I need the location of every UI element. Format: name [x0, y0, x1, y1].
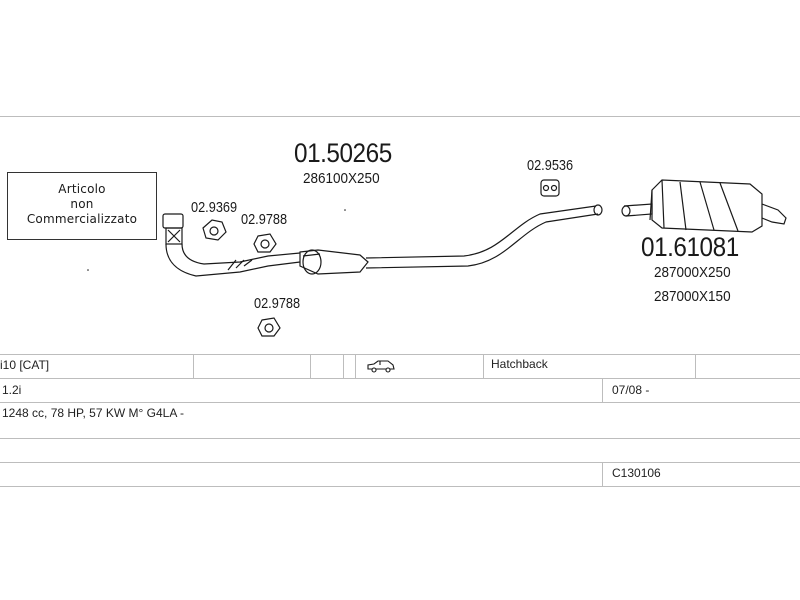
col-divider	[343, 354, 344, 378]
table-rule-5	[0, 486, 800, 487]
gasket-code[interactable]: 02.9369	[191, 199, 238, 216]
catalog-reference: C130106	[612, 466, 661, 480]
date-range: 07/08 -	[612, 383, 650, 397]
rear-muffler-icon	[621, 179, 787, 233]
muffler-ref-1: 287000X250	[654, 264, 731, 281]
hanger-icon	[540, 179, 560, 197]
col-divider	[193, 354, 194, 378]
clamp-upper-icon	[253, 233, 277, 253]
main-pipe-code[interactable]: 01.50265	[294, 138, 392, 168]
resonator-icon	[299, 249, 369, 275]
engine-spec: 1248 cc, 78 HP, 57 KW M° G4LA -	[2, 406, 184, 420]
table-rule-3	[0, 438, 800, 439]
muffler-ref-2: 287000X150	[654, 288, 731, 305]
col-divider	[310, 354, 311, 378]
col-divider	[695, 354, 696, 378]
muffler-code[interactable]: 01.61081	[641, 232, 739, 262]
col-divider	[483, 354, 484, 378]
col-divider	[355, 354, 356, 378]
gasket-icon	[202, 219, 227, 241]
table-rule-4	[0, 462, 800, 463]
table-rule-1	[0, 378, 800, 379]
clamp-upper-code[interactable]: 02.9788	[241, 211, 288, 228]
main-pipe-ref: 286100X250	[303, 170, 380, 187]
body-type: Hatchback	[491, 357, 548, 371]
frame-top-line	[0, 116, 800, 117]
clamp-lower-code[interactable]: 02.9788	[254, 295, 301, 312]
vehicle-model: i10 [CAT]	[0, 358, 50, 372]
note-line-3: Commercializzato	[26, 212, 138, 226]
not-available-note: Articolo non Commercializzato	[7, 172, 157, 240]
col-divider	[602, 462, 603, 486]
car-icon	[366, 359, 396, 378]
front-flange-icon	[162, 213, 184, 245]
table-rule-2	[0, 402, 800, 403]
col-divider	[602, 378, 603, 402]
exhaust-diagram	[87, 179, 787, 337]
note-line-1: Articolo	[58, 182, 106, 196]
hanger-code[interactable]: 02.9536	[527, 157, 574, 174]
clamp-lower-icon	[257, 317, 281, 337]
front-pipe-icon	[165, 243, 301, 277]
note-line-2: non	[70, 197, 94, 211]
engine: 1.2i	[2, 383, 22, 397]
middle-pipe-icon	[365, 204, 603, 269]
table-rule-0	[0, 354, 800, 355]
